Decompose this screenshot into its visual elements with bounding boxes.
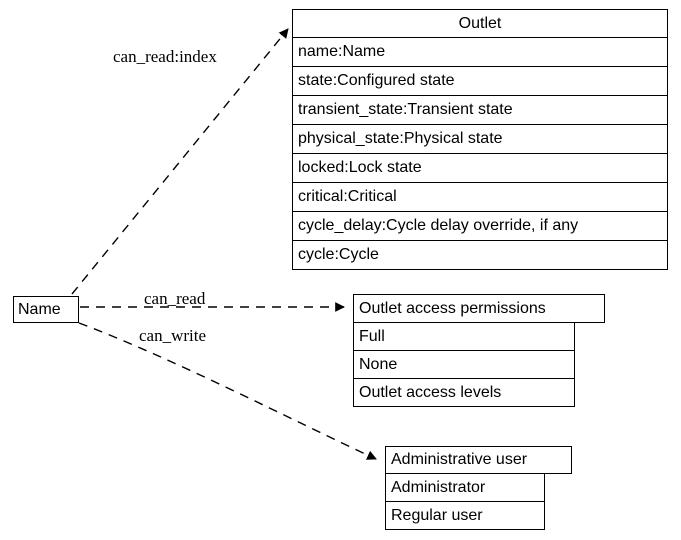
entity-outlet[interactable]: Outlet name:Name state:Configured state … <box>292 9 668 270</box>
entity-outlet-row: state:Configured state <box>292 67 668 96</box>
entity-name[interactable]: Name <box>13 296 79 323</box>
entity-outlet-row: critical:Critical <box>292 183 668 212</box>
entity-outlet-access-permissions-row: None <box>353 351 575 379</box>
edge-label-can-write: can_write <box>139 326 207 345</box>
entity-administrative-user-title: Administrative user <box>385 446 572 474</box>
entity-outlet-row: locked:Lock state <box>292 154 668 183</box>
entity-outlet-row: cycle:Cycle <box>292 241 668 270</box>
entity-outlet-access-permissions-row: Outlet access levels <box>353 379 575 407</box>
entity-outlet-access-permissions-title: Outlet access permissions <box>353 294 605 323</box>
entity-name-label: Name <box>13 296 79 323</box>
edge-can-read-index-line <box>71 28 289 295</box>
entity-outlet-access-permissions-row: Full <box>353 323 575 351</box>
entity-administrative-user-row: Regular user <box>385 502 545 530</box>
entity-outlet-title: Outlet <box>292 9 668 38</box>
edge-can-write-line <box>78 322 377 460</box>
entity-outlet-access-permissions[interactable]: Outlet access permissions Full None Outl… <box>353 294 605 407</box>
entity-outlet-row: transient_state:Transient state <box>292 96 668 125</box>
entity-outlet-row: cycle_delay:Cycle delay override, if any <box>292 212 668 241</box>
entity-administrative-user[interactable]: Administrative user Administrator Regula… <box>385 446 572 530</box>
entity-outlet-row: physical_state:Physical state <box>292 125 668 154</box>
entity-outlet-row: name:Name <box>292 38 668 67</box>
edge-label-can-read-index: can_read:index <box>113 47 217 66</box>
entity-administrative-user-row: Administrator <box>385 474 545 502</box>
edge-label-can-read: can_read <box>144 289 206 308</box>
